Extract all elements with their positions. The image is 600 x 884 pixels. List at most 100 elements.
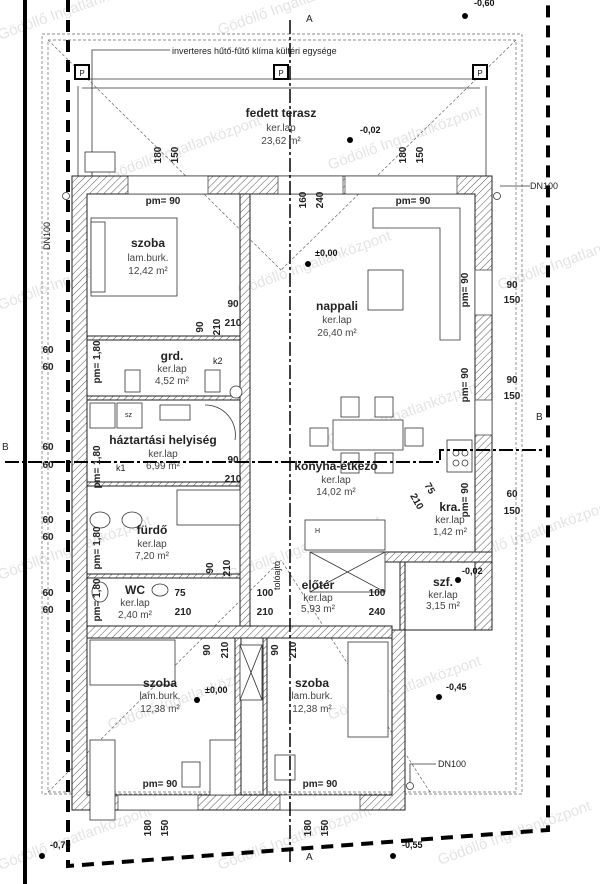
svg-text:180: 180 <box>153 146 164 163</box>
svg-text:150: 150 <box>160 819 171 836</box>
svg-text:60: 60 <box>42 362 54 373</box>
svg-text:DN100: DN100 <box>42 222 52 250</box>
desk <box>274 754 296 781</box>
svg-text:60: 60 <box>42 605 54 616</box>
svg-text:75: 75 <box>422 481 437 497</box>
section-mark-b: B <box>2 442 9 453</box>
svg-text:60: 60 <box>42 515 54 526</box>
label-k1: k1 <box>116 463 126 473</box>
svg-text:210: 210 <box>225 474 242 485</box>
svg-text:lam.burk.: lam.burk. <box>139 691 180 702</box>
svg-text:±0,00: ±0,00 <box>205 685 227 695</box>
svg-text:DN100: DN100 <box>530 181 558 191</box>
svg-text:60: 60 <box>506 489 518 500</box>
svg-text:DN100: DN100 <box>438 759 466 769</box>
section-mark-b: B <box>536 412 543 423</box>
svg-text:Gödöllő Ingatlanközpont: Gödöllő Ingatlanközpont <box>436 797 595 869</box>
svg-text:pm= 1,80: pm= 1,80 <box>92 340 103 384</box>
svg-text:ker.lap: ker.lap <box>303 593 333 604</box>
svg-text:Gödöllő Ingatlanközpont: Gödöllő Ingatlanközpont <box>216 0 375 39</box>
svg-text:pm= 1,80: pm= 1,80 <box>92 526 103 570</box>
desk <box>181 761 201 788</box>
svg-text:90: 90 <box>506 280 518 291</box>
stove <box>446 439 473 473</box>
svg-text:240: 240 <box>315 191 326 208</box>
svg-text:3,15 m²: 3,15 m² <box>426 601 461 612</box>
drain-pipe: DN100 <box>406 759 466 790</box>
drain-pipe: DN100 <box>493 181 558 200</box>
dimensions: 180 150 180 150 160 240 90 210 90 210 90… <box>42 146 520 836</box>
svg-text:210: 210 <box>222 559 233 576</box>
sliding-door-label: tolóajtó <box>272 561 282 590</box>
svg-text:100: 100 <box>369 588 386 599</box>
svg-text:-0,70: -0,70 <box>50 840 71 850</box>
svg-text:pm= 90: pm= 90 <box>460 367 471 402</box>
svg-text:ker.lap: ker.lap <box>428 590 458 601</box>
svg-text:P: P <box>477 69 482 78</box>
svg-text:P: P <box>79 69 84 78</box>
svg-text:14,02 m²: 14,02 m² <box>316 487 356 498</box>
svg-text:Gödöllő Ingatlanközpont: Gödöllő Ingatlanközpont <box>216 802 375 874</box>
svg-text:ker.lap: ker.lap <box>321 475 351 486</box>
level-markers: -0,60 -0,02 ±0,00 -0,02 ±0,00 -0,45 -0,7… <box>39 0 495 859</box>
svg-text:ker.lap: ker.lap <box>157 364 187 375</box>
svg-text:12,38 m²: 12,38 m² <box>292 704 332 715</box>
svg-text:pm= 90: pm= 90 <box>303 779 338 790</box>
svg-text:75: 75 <box>174 588 186 599</box>
svg-text:előtér: előtér <box>302 578 335 592</box>
svg-text:150: 150 <box>320 819 331 836</box>
svg-text:konyha-étkező: konyha-étkező <box>294 459 377 473</box>
svg-text:-0,02: -0,02 <box>462 566 483 576</box>
furniture <box>89 207 473 821</box>
pillar: P <box>74 64 90 80</box>
svg-text:kra.: kra. <box>439 500 460 514</box>
dining-table <box>332 419 404 451</box>
sink <box>121 511 143 529</box>
svg-text:210: 210 <box>407 492 425 512</box>
svg-text:-0,60: -0,60 <box>474 0 495 8</box>
svg-text:150: 150 <box>415 146 426 163</box>
svg-text:grd.: grd. <box>161 349 184 363</box>
section-line-b <box>5 449 545 463</box>
svg-text:pm= 90: pm= 90 <box>460 272 471 307</box>
svg-text:90: 90 <box>195 321 206 333</box>
svg-text:150: 150 <box>504 506 521 517</box>
svg-text:180: 180 <box>398 146 409 163</box>
pillar: P <box>273 64 289 80</box>
svg-text:ker.lap: ker.lap <box>120 598 150 609</box>
walls <box>71 175 493 811</box>
svg-text:180: 180 <box>143 819 154 836</box>
svg-text:ker.lap: ker.lap <box>266 123 296 134</box>
svg-text:160: 160 <box>298 191 309 208</box>
svg-text:-0,55: -0,55 <box>402 840 423 850</box>
svg-text:210: 210 <box>220 641 231 658</box>
svg-text:150: 150 <box>170 146 181 163</box>
svg-text:60: 60 <box>42 532 54 543</box>
svg-text:60: 60 <box>42 345 54 356</box>
svg-text:210: 210 <box>288 641 299 658</box>
svg-text:szf.: szf. <box>433 575 453 589</box>
svg-text:240: 240 <box>369 607 386 618</box>
svg-text:150: 150 <box>504 295 521 306</box>
svg-text:Gödöllő Ingatlanközpont: Gödöllő Ingatlanközpont <box>106 112 265 184</box>
svg-text:lam.burk.: lam.burk. <box>291 691 332 702</box>
svg-text:210: 210 <box>175 607 192 618</box>
svg-text:szoba: szoba <box>295 676 329 690</box>
svg-text:2,40 m²: 2,40 m² <box>118 610 153 621</box>
svg-text:100: 100 <box>257 588 274 599</box>
roof-outline <box>41 33 523 795</box>
svg-text:12,38 m²: 12,38 m² <box>140 704 180 715</box>
svg-text:fürdő: fürdő <box>137 523 168 537</box>
coffee-table <box>367 269 404 311</box>
ac-unit-note: inverteres hűtő-fűtő klíma kültéri egysé… <box>172 46 337 56</box>
svg-text:1,42 m²: 1,42 m² <box>433 527 468 538</box>
svg-text:háztartási helyiség: háztartási helyiség <box>109 433 216 447</box>
single-bed <box>89 639 176 686</box>
svg-text:23,62 m²: 23,62 m² <box>261 136 301 147</box>
